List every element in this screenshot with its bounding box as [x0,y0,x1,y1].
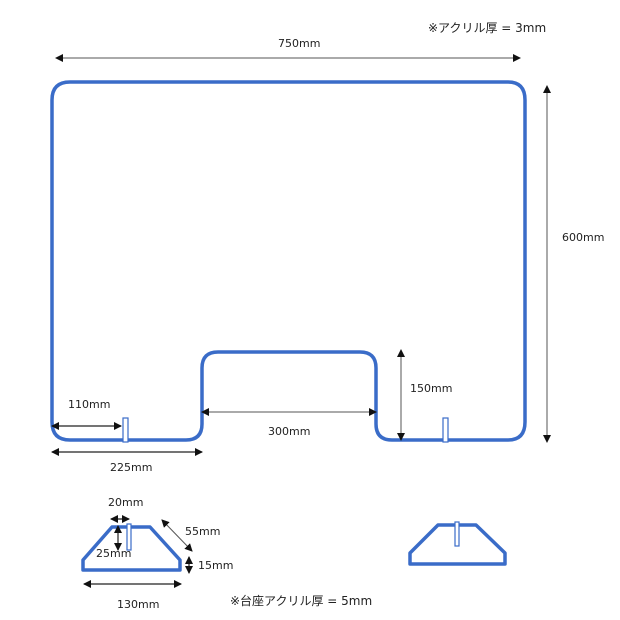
base-thickness-note: ※台座アクリル厚 = 5mm [230,593,372,608]
base-slot-right [454,521,460,547]
base-slot-depth-label: 25mm [96,547,131,560]
base-width-label: 130mm [117,598,159,611]
window-height-label: 150mm [410,382,452,395]
height-label: 600mm [562,231,604,244]
panel-slot-right [442,417,449,443]
window-width-label: 300mm [268,425,310,438]
base-slot-left [126,523,132,551]
width-label: 750mm [278,37,320,50]
base-slope-dimension-line [161,519,193,552]
base-slot-width-label: 20mm [108,496,143,509]
base-outline-right [408,523,507,566]
foot-width-label: 225mm [110,461,152,474]
panel-thickness-note: ※アクリル厚 = 3mm [428,21,546,35]
slot-offset-label: 110mm [68,398,110,411]
base-outline-left [81,525,182,572]
base-side-height-label: 15mm [198,559,233,572]
panel-slot-left [122,417,129,443]
base-slope-label: 55mm [185,525,220,538]
panel-outline [50,80,527,442]
